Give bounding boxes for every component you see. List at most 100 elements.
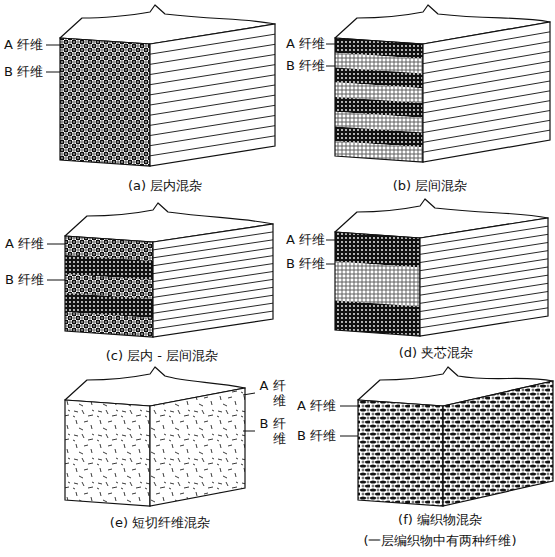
ply-line	[150, 65, 275, 85]
ply-line	[420, 226, 548, 246]
ply-line	[153, 232, 273, 250]
block-front-face	[65, 236, 153, 337]
ply-line	[153, 279, 273, 297]
fiber-layer	[65, 312, 153, 337]
ply-line	[423, 91, 550, 113]
ply-line	[153, 303, 273, 321]
fiber-label: A 纤维	[4, 37, 43, 52]
fiber-label: A 纤维	[286, 232, 325, 247]
ply-line	[420, 275, 548, 295]
ply-line	[150, 95, 275, 115]
block-side-face	[153, 224, 273, 337]
fiber-label: B 纤维	[286, 58, 325, 73]
leader-line	[46, 45, 60, 46]
leader-line	[243, 393, 255, 395]
ply-line	[153, 240, 273, 258]
ply-line	[423, 71, 550, 93]
ply-line	[153, 272, 273, 290]
ply-line	[420, 243, 548, 263]
composite-block	[335, 5, 550, 162]
block-side-face	[420, 218, 548, 336]
block-front-face	[60, 38, 150, 166]
block-side-face	[443, 381, 553, 506]
ply-line	[420, 251, 548, 271]
caption-text: (d) 夹芯混杂	[399, 345, 474, 360]
ply-line	[150, 44, 275, 64]
ply-line	[423, 52, 550, 74]
block-front-face	[335, 38, 423, 162]
ply-line	[150, 55, 275, 75]
fiber-layer	[60, 38, 150, 166]
leader-line	[47, 244, 65, 245]
fiber-label: B 纤维	[5, 272, 44, 287]
fiber-label: A 纤维	[297, 398, 336, 413]
fiber-label: B 纤维	[257, 416, 286, 446]
ply-line	[420, 300, 548, 320]
ply-line	[150, 126, 275, 146]
caption-text: (e) 短切纤维混杂	[110, 515, 210, 530]
ply-line	[150, 116, 275, 136]
fiber-label: A 纤维	[286, 36, 325, 51]
ply-line	[153, 287, 273, 305]
leader-line	[340, 436, 358, 437]
fiber-label: A 纤维	[257, 378, 286, 408]
fiber-layer	[358, 400, 443, 506]
ply-line	[150, 75, 275, 95]
caption-text: (b) 层间混杂	[393, 178, 468, 193]
ply-line	[420, 234, 548, 254]
fiber-label: B 纤维	[297, 428, 336, 443]
leader-line	[326, 264, 335, 265]
ply-line	[423, 81, 550, 103]
ply-line	[423, 61, 550, 83]
leader-line	[47, 280, 65, 281]
ply-line	[420, 259, 548, 279]
leader-line	[46, 72, 60, 73]
ply-line	[150, 34, 275, 54]
fiber-layer	[65, 400, 150, 506]
block-front-face	[335, 232, 420, 336]
ply-line	[423, 120, 550, 142]
leader-line	[243, 431, 255, 432]
fiber-label: A 纤维	[5, 236, 44, 251]
fiber-layer	[335, 261, 420, 306]
ply-line	[153, 256, 273, 274]
ply-line	[420, 292, 548, 312]
block-side-face	[423, 22, 550, 162]
block-side-face	[150, 388, 245, 506]
caption-text: (f) 编织物混杂	[398, 512, 482, 527]
leader-line	[340, 406, 358, 407]
ply-line	[423, 32, 550, 54]
leader-line	[326, 240, 335, 241]
block-front-face	[358, 400, 443, 506]
leader-line	[326, 66, 335, 67]
composite-block	[65, 203, 273, 337]
block-front-face	[65, 400, 150, 506]
composite-block	[65, 367, 245, 506]
ply-line	[153, 311, 273, 329]
ply-line	[153, 295, 273, 313]
caption-text: (a) 层内混杂	[128, 178, 202, 193]
composite-block	[358, 367, 553, 506]
ply-line	[420, 267, 548, 287]
ply-line	[423, 42, 550, 64]
fiber-label: B 纤维	[4, 64, 43, 79]
ply-line	[420, 283, 548, 303]
caption-text: (c) 层内 - 层间混杂	[106, 348, 218, 363]
ply-line	[423, 101, 550, 123]
ply-line	[150, 85, 275, 105]
ply-line	[423, 111, 550, 133]
ply-line	[153, 264, 273, 282]
caption-text: (一层编织物中有两种纤维)	[363, 533, 516, 548]
ply-line	[150, 105, 275, 125]
ply-line	[420, 308, 548, 328]
block-side-face	[150, 24, 275, 166]
ply-line	[150, 136, 275, 156]
composite-block	[335, 199, 548, 336]
leader-line	[326, 44, 335, 45]
composite-block	[60, 5, 275, 166]
fiber-label: B 纤维	[286, 256, 325, 271]
ply-line	[423, 130, 550, 152]
ply-line	[153, 248, 273, 266]
